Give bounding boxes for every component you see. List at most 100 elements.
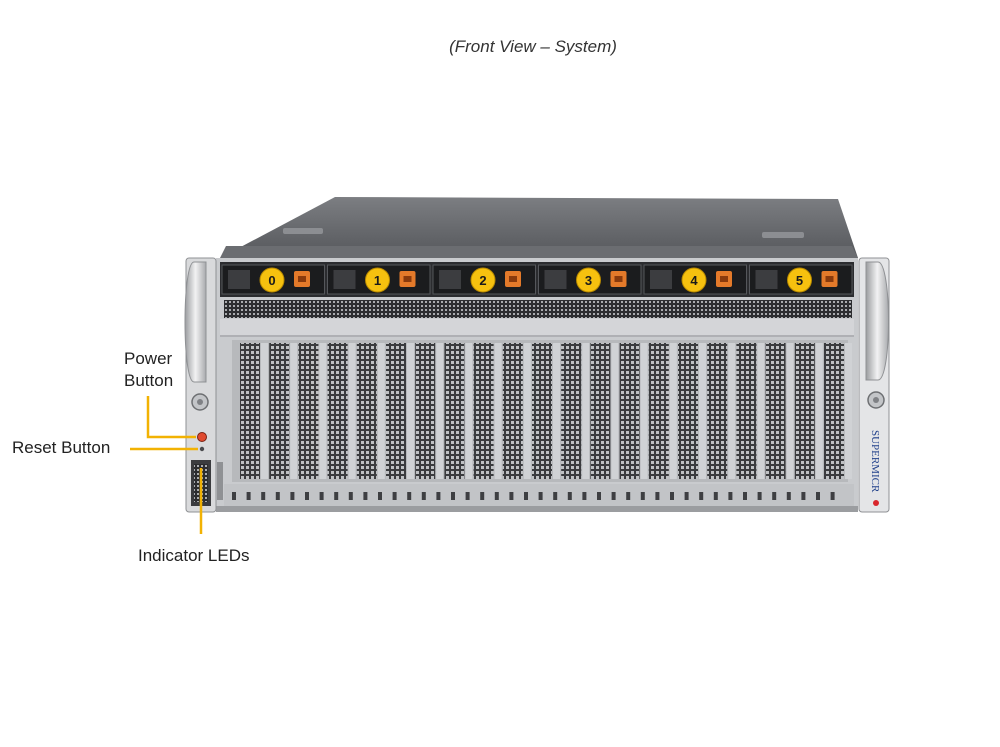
- latch-slot: [567, 492, 572, 500]
- latch-slot: [465, 492, 470, 500]
- latch-slot: [524, 492, 528, 500]
- latch-slot: [509, 492, 514, 500]
- power-button-label-line2: Button: [124, 371, 174, 390]
- latch-slot: [786, 492, 791, 500]
- drive-bays: 0 1 2 3 4 5: [221, 264, 853, 295]
- vent-column: [356, 343, 377, 479]
- vent-column: [707, 343, 728, 479]
- indicator-leds-label: Indicator LEDs: [138, 546, 250, 565]
- vent-column: [502, 343, 523, 479]
- latch-slot: [363, 492, 368, 500]
- vent-column: [561, 343, 582, 479]
- callout-lines: [130, 396, 203, 534]
- latch-slot: [655, 492, 660, 500]
- latch-slot: [670, 492, 674, 500]
- drive-bay-number-badge: [470, 267, 496, 293]
- latch-slot: [597, 492, 601, 500]
- drive-bay-number: 2: [479, 273, 486, 288]
- drive-bay-4[interactable]: 4: [643, 264, 747, 295]
- drive-bay-number-badge: [787, 267, 812, 293]
- latch-slot: [830, 492, 835, 500]
- power-button-icon[interactable]: [197, 432, 207, 442]
- drive-bay-number-badge: [259, 267, 285, 293]
- latch-slot: [728, 492, 733, 500]
- figure-caption: (Front View – System): [449, 37, 617, 56]
- upper-vent-strip: [224, 300, 852, 318]
- vent-column: [386, 343, 406, 479]
- drive-bay-0[interactable]: 0: [221, 264, 325, 295]
- vent-column: [444, 343, 465, 479]
- latch-slot: [305, 492, 309, 500]
- latch-slot: [538, 492, 543, 500]
- vent-column: [298, 343, 319, 479]
- drive-bay-number: 5: [796, 273, 803, 288]
- latch-slot: [699, 492, 704, 500]
- drive-bay-5[interactable]: 5: [749, 264, 853, 295]
- latch-slot: [436, 492, 441, 500]
- vent-column: [590, 343, 611, 479]
- power-button-label: Power Button: [124, 348, 173, 392]
- latch-slot: [392, 492, 397, 500]
- latch-slot: [232, 492, 236, 500]
- latch-slot: [421, 492, 426, 500]
- latch-slot: [640, 492, 645, 500]
- drive-bay-3[interactable]: 3: [538, 264, 642, 295]
- vent-column: [736, 343, 757, 479]
- latch-slot: [611, 492, 616, 500]
- latch-slot: [261, 492, 266, 500]
- bottom-latches: [232, 492, 835, 500]
- latch-slot: [480, 492, 485, 500]
- drive-bay-number-badge: [365, 267, 390, 293]
- vent-column: [415, 343, 436, 479]
- drive-bay-number: 3: [585, 273, 592, 288]
- latch-slot: [626, 492, 631, 500]
- latch-slot: [684, 492, 689, 500]
- vent-column: [532, 343, 552, 479]
- latch-slot: [290, 492, 295, 500]
- latch-slot: [553, 492, 558, 500]
- brand-logo-dot: [873, 500, 879, 506]
- drive-bay-1[interactable]: 1: [327, 264, 431, 295]
- latch-slot: [743, 492, 747, 500]
- vent-column: [327, 343, 348, 479]
- vent-column: [678, 343, 698, 479]
- latch-slot: [713, 492, 718, 500]
- reset-button-label: Reset Button: [12, 438, 111, 457]
- latch-slot: [494, 492, 499, 500]
- drive-bay-number: 4: [690, 273, 698, 288]
- latch-slot: [582, 492, 587, 500]
- latch-slot: [378, 492, 382, 500]
- vent-column: [473, 343, 494, 479]
- latch-slot: [816, 492, 820, 500]
- latch-slot: [334, 492, 339, 500]
- drive-bay-number-badge: [576, 267, 601, 293]
- power-button-label-line1: Power: [124, 349, 173, 368]
- drive-bay-number: 1: [374, 273, 381, 288]
- drive-bay-2[interactable]: 2: [432, 264, 536, 295]
- vent-column: [240, 343, 260, 479]
- drive-bay-number-badge: [681, 267, 707, 293]
- latch-slot: [801, 492, 806, 500]
- latch-slot: [246, 492, 251, 500]
- latch-slot: [451, 492, 455, 500]
- latch-slot: [348, 492, 353, 500]
- vent-column: [269, 343, 290, 479]
- latch-slot: [319, 492, 324, 500]
- vent-column: [824, 343, 844, 479]
- vent-columns: [240, 343, 852, 479]
- power-button-callout: [146, 396, 196, 439]
- brand-logo: SUPERMICR: [869, 430, 881, 493]
- right-rack-ear: SUPERMICR: [858, 257, 890, 513]
- latch-slot: [407, 492, 412, 500]
- vent-column: [794, 343, 815, 479]
- vent-column: [648, 343, 669, 479]
- vent-column: [765, 343, 786, 479]
- latch-slot: [772, 492, 777, 500]
- chassis-top-cover: [220, 197, 858, 258]
- drive-bay-number: 0: [268, 273, 275, 288]
- latch-slot: [275, 492, 280, 500]
- reset-button-icon[interactable]: [199, 446, 205, 452]
- latch-slot: [757, 492, 762, 500]
- vent-column: [619, 343, 640, 479]
